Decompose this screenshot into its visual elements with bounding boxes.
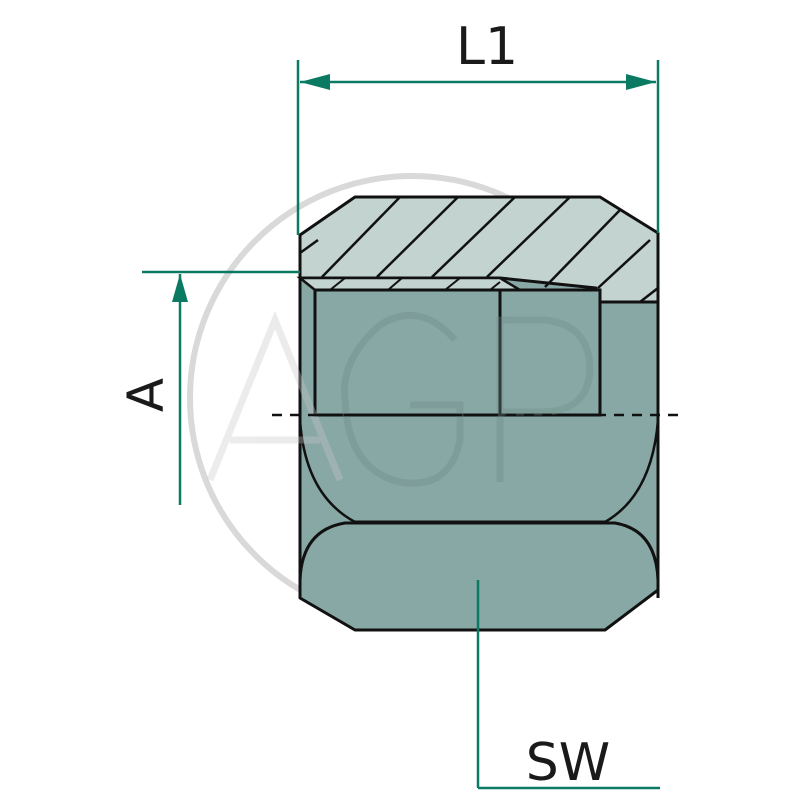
watermark: [206, 310, 594, 487]
dimension-a: [142, 270, 300, 505]
hatch-lines: [299, 196, 659, 303]
dimension-l1: [296, 60, 660, 235]
dimension-sw-label: SW: [526, 733, 610, 793]
hex-flat: [298, 521, 660, 598]
dimension-a-label: A: [117, 378, 175, 412]
nut-body: [296, 195, 660, 632]
dimension-sw: [476, 580, 660, 790]
dimension-l1-label: L1: [456, 17, 518, 77]
